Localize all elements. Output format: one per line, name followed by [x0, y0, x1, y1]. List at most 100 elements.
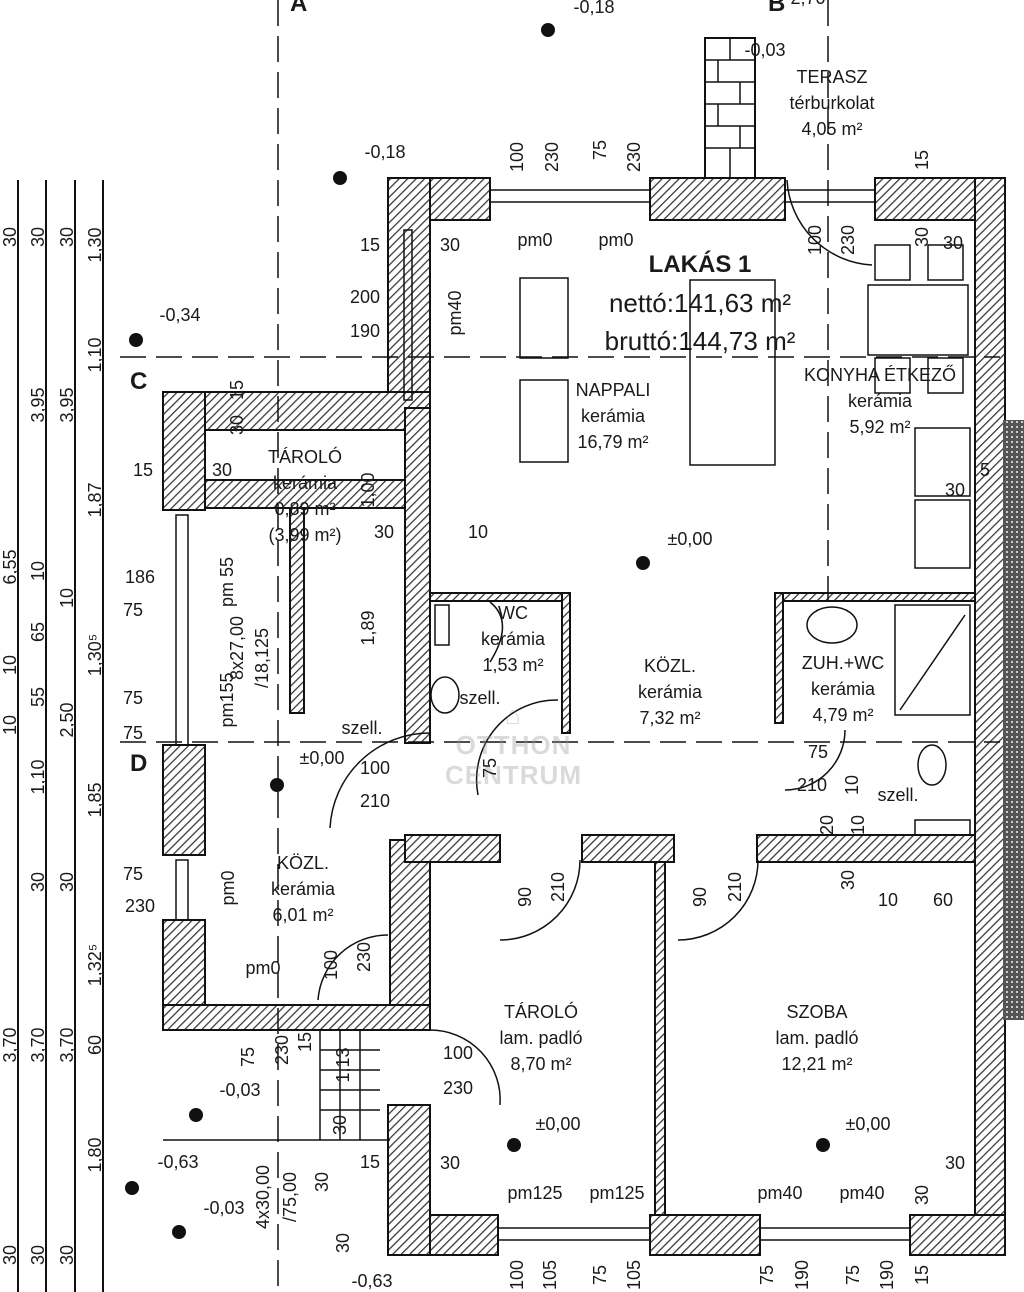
- apartment-gross-area: bruttó:144,73 m²: [604, 326, 796, 356]
- dimension-label: 210: [359, 791, 391, 811]
- room-area: 16,79 m²: [577, 432, 649, 452]
- room-name: KÖZL.: [643, 656, 696, 676]
- dimension-label: szell.: [877, 785, 919, 805]
- dimension-label: 75: [122, 864, 144, 884]
- dimension-label: 15: [912, 1264, 932, 1286]
- dimension-label: 230: [542, 141, 562, 173]
- dimension-label: 210: [725, 871, 745, 903]
- dimension-label: pm125: [589, 1183, 645, 1203]
- dimension-label: 15: [359, 1152, 381, 1172]
- axis-marker: C: [130, 368, 148, 395]
- dimension-label: 1,00: [358, 472, 378, 508]
- apartment-net-area: nettó:141,63 m²: [608, 288, 792, 318]
- room-name: TÁROLÓ: [503, 1002, 578, 1022]
- dimension-label: pm0: [245, 958, 281, 978]
- dimension-label: 20: [817, 814, 837, 836]
- dimension-label: /75,00: [280, 1171, 300, 1223]
- dimension-label: 2,70: [790, 0, 825, 7]
- level-label: -0,63: [157, 1152, 199, 1172]
- dimension-label: 1,13: [333, 1047, 353, 1083]
- axis-lines: [120, 0, 1000, 1292]
- dimension-label: pm0: [517, 230, 553, 250]
- level-label: -0,18: [573, 0, 615, 17]
- dimension-label: 60: [85, 1034, 105, 1056]
- level-label: ±0,00: [299, 748, 345, 768]
- dimension-label: pm0: [598, 230, 634, 250]
- room-name: KÖZL.: [276, 853, 329, 873]
- dimension-label: 10: [57, 587, 77, 609]
- dimension-label: 1,85: [85, 782, 105, 818]
- dimension-label: 30: [28, 871, 48, 893]
- dimension-label: 30: [57, 1244, 77, 1266]
- dimension-label: 230: [354, 941, 374, 973]
- dimension-label: 30: [227, 414, 247, 436]
- walls: [162, 37, 1024, 1256]
- axis-marker: D: [130, 750, 148, 777]
- room-area: 6,01 m²: [272, 905, 334, 925]
- dimension-label: pm0: [218, 870, 238, 906]
- dimension-lines: [17, 180, 104, 1292]
- room-area: 4,79 m²: [812, 705, 874, 725]
- dimension-label: 10: [28, 560, 48, 582]
- dimension-label: 186: [124, 567, 156, 587]
- dimension-label: 30: [944, 480, 966, 500]
- axis-marker: B: [768, 0, 786, 17]
- dimension-label: 1,30⁵: [85, 633, 105, 677]
- dimension-label: 75: [590, 139, 610, 161]
- level-label: ±0,00: [667, 529, 713, 549]
- dimension-label: 100: [359, 758, 391, 778]
- dimension-label: 190: [877, 1259, 897, 1291]
- dimension-label: 210: [548, 871, 568, 903]
- dimension-label: 30: [439, 1153, 461, 1173]
- dimension-label: szell.: [341, 718, 383, 738]
- dimension-label: 8x27,00: [227, 615, 247, 681]
- level-markers: [125, 23, 830, 1239]
- dimension-label: 100: [442, 1043, 474, 1063]
- dimension-label: 190: [792, 1259, 812, 1291]
- dimension-label: 15: [295, 1031, 315, 1053]
- dimension-label: 100: [507, 1259, 527, 1291]
- apartment-title: LAKÁS 1: [648, 251, 752, 278]
- dimension-label: pm40: [757, 1183, 803, 1203]
- room-area: 12,21 m²: [781, 1054, 853, 1074]
- room-area: 8,70 m²: [510, 1054, 572, 1074]
- dimension-label: 75: [238, 1046, 258, 1068]
- dimension-label: 3,95: [57, 387, 77, 423]
- dimension-label: 200: [349, 287, 381, 307]
- room-extra: (3,99 m²): [268, 525, 342, 545]
- dimension-label: 30: [838, 869, 858, 891]
- dimension-label: 30: [312, 1171, 332, 1193]
- dimension-label: 10: [877, 890, 899, 910]
- room-floor: kerámia: [580, 406, 646, 426]
- dimension-label: 15: [227, 379, 247, 401]
- dimension-label: 210: [796, 775, 828, 795]
- dimension-label: 3,70: [0, 1027, 20, 1063]
- dimension-label: 90: [515, 886, 535, 908]
- dimension-label: 10: [842, 774, 862, 796]
- dimension-label: /18,125: [252, 627, 272, 689]
- dimension-label: 75: [122, 723, 144, 743]
- room-area: 0,89 m²: [274, 499, 336, 519]
- dimension-label: 60: [932, 890, 954, 910]
- dimension-label: 15: [912, 149, 932, 171]
- dimension-label: 75: [590, 1264, 610, 1286]
- room-floor: kerámia: [637, 682, 703, 702]
- room-area: 7,32 m²: [639, 708, 701, 728]
- room-area: 1,53 m²: [482, 655, 544, 675]
- level-label: -0,03: [219, 1080, 261, 1100]
- dimension-label: 75: [122, 600, 144, 620]
- dimension-label: 10: [848, 814, 868, 836]
- dimension-label: 3,70: [57, 1027, 77, 1063]
- dimension-label: 100: [321, 949, 341, 981]
- room-floor: kerámia: [270, 879, 336, 899]
- dimension-label: 15: [132, 460, 154, 480]
- dimension-label: 2,50: [57, 702, 77, 738]
- room-floor: lam. padló: [775, 1028, 859, 1048]
- room-name: SZOBA: [786, 1002, 848, 1022]
- dimension-label: 75: [843, 1264, 863, 1286]
- room-area: 5,92 m²: [849, 417, 911, 437]
- dimension-label: 30: [211, 460, 233, 480]
- dimension-label: 105: [540, 1259, 560, 1291]
